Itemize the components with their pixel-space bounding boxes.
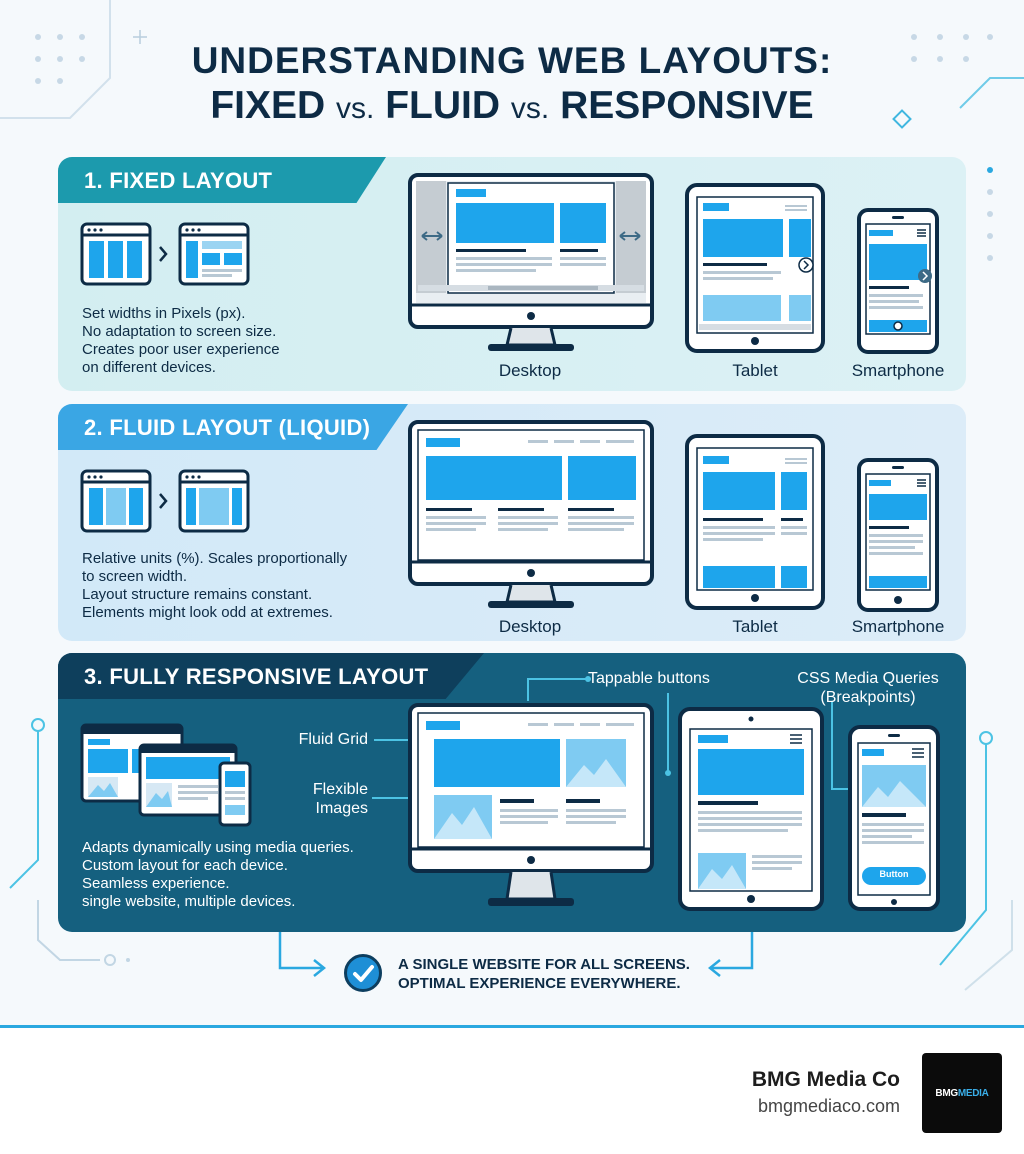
fluid-desc-line: Layout structure remains constant.: [82, 586, 313, 603]
fixed-smartphone: [857, 208, 939, 354]
checkmark-icon: [344, 954, 382, 992]
fixed-tablet: [685, 183, 825, 353]
tagline-line: A SINGLE WEBSITE FOR ALL SCREENS.: [398, 956, 690, 973]
fixed-desc-line: Creates poor user experience: [82, 341, 280, 358]
fixed-layout-description: Set widths in Pixels (px). No adaptation…: [82, 305, 280, 377]
fluid-layout-description: Relative units (%). Scales proportionall…: [82, 550, 347, 622]
brand-url[interactable]: bmgmediaco.com: [757, 1096, 900, 1116]
summary-tagline: A SINGLE WEBSITE FOR ALL SCREENS. OPTIMA…: [398, 955, 690, 993]
fluid-desktop-monitor: [408, 420, 654, 608]
fixed-desc-line: on different devices.: [82, 359, 216, 376]
fixed-layout-wireframe-icon: [80, 222, 250, 286]
responsive-tablet: [678, 707, 824, 911]
fixed-desktop-label: Desktop: [498, 361, 562, 380]
responsive-desc-line: Adapts dynamically using media queries.: [82, 839, 354, 856]
fixed-tablet-label: Tablet: [732, 361, 778, 380]
flexible-images-line: Flexible: [312, 781, 368, 798]
logo-text-bmg: BMG: [935, 1087, 958, 1099]
brand-name: BMG Media Co: [751, 1068, 900, 1091]
tagline-line: OPTIMAL EXPERIENCE EVERYWHERE.: [398, 975, 681, 992]
responsive-desc-line: Seamless experience.: [82, 875, 230, 892]
logo-text-media: MEDIA: [957, 1087, 989, 1099]
fixed-layout-heading: 1. FIXED LAYOUT: [58, 157, 386, 203]
responsive-layout-heading: 3. FULLY RESPONSIVE LAYOUT: [58, 653, 484, 699]
page-title-line2: FIXED vs. FLUID vs. RESPONSIVE: [0, 84, 1024, 128]
responsive-layout-description: Adapts dynamically using media queries. …: [82, 839, 354, 911]
fixed-desktop-monitor: [408, 173, 654, 351]
responsive-desc-line: single website, multiple devices.: [82, 893, 296, 910]
responsive-smartphone: [848, 725, 940, 911]
fluid-desc-line: Relative units (%). Scales proportionall…: [82, 550, 348, 567]
responsive-desc-line: Custom layout for each device.: [82, 857, 288, 874]
fluid-layout-panel: 2. FLUID LAYOUT (LIQUID) Relative units …: [58, 404, 966, 641]
title-vs-1: vs.: [336, 92, 375, 125]
page-title-line1: UNDERSTANDING WEB LAYOUTS:: [191, 40, 833, 81]
title-responsive: RESPONSIVE: [560, 84, 814, 127]
fluid-desc-line: to screen width.: [82, 568, 188, 585]
flexible-images-line: Images: [315, 800, 368, 817]
phone-tappable-button[interactable]: Button: [879, 869, 909, 879]
brand-block: BMG Media Co bmgmediaco.com: [752, 1068, 900, 1117]
fluid-layout-heading: 2. FLUID LAYOUT (LIQUID): [58, 404, 408, 450]
responsive-devices-icon: [80, 723, 252, 827]
title-vs-2: vs.: [510, 92, 550, 125]
media-queries-callout: CSS Media Queries (Breakpoints): [788, 669, 948, 707]
fluid-tablet-label: Tablet: [732, 617, 778, 636]
fixed-layout-panel: 1. FIXED LAYOUT Set widths in Pixels (px…: [58, 157, 966, 391]
fixed-desc-line: Set widths in Pixels (px).: [82, 305, 246, 322]
title-fixed: FIXED: [210, 84, 326, 127]
fluid-desktop-label: Desktop: [498, 617, 562, 636]
fixed-smartphone-label: Smartphone: [851, 361, 945, 380]
media-queries-line: CSS Media Queries: [797, 670, 939, 687]
title-fluid: FLUID: [385, 84, 501, 127]
fixed-desc-line: No adaptation to screen size.: [82, 323, 277, 340]
responsive-desktop-monitor: [408, 703, 654, 906]
fluid-smartphone: [857, 458, 939, 612]
flexible-images-callout: Flexible Images: [272, 780, 368, 818]
fluid-grid-callout: Fluid Grid: [298, 731, 368, 748]
fluid-smartphone-label: Smartphone: [851, 617, 945, 636]
responsive-layout-panel: 3. FULLY RESPONSIVE LAYOUT Adapts dynami…: [58, 653, 966, 932]
fluid-layout-wireframe-icon: [80, 469, 250, 533]
fluid-tablet: [685, 434, 825, 610]
fluid-desc-line: Elements might look odd at extremes.: [82, 604, 333, 621]
tappable-buttons-callout: Tappable buttons: [588, 670, 710, 687]
media-queries-line: (Breakpoints): [820, 689, 916, 706]
